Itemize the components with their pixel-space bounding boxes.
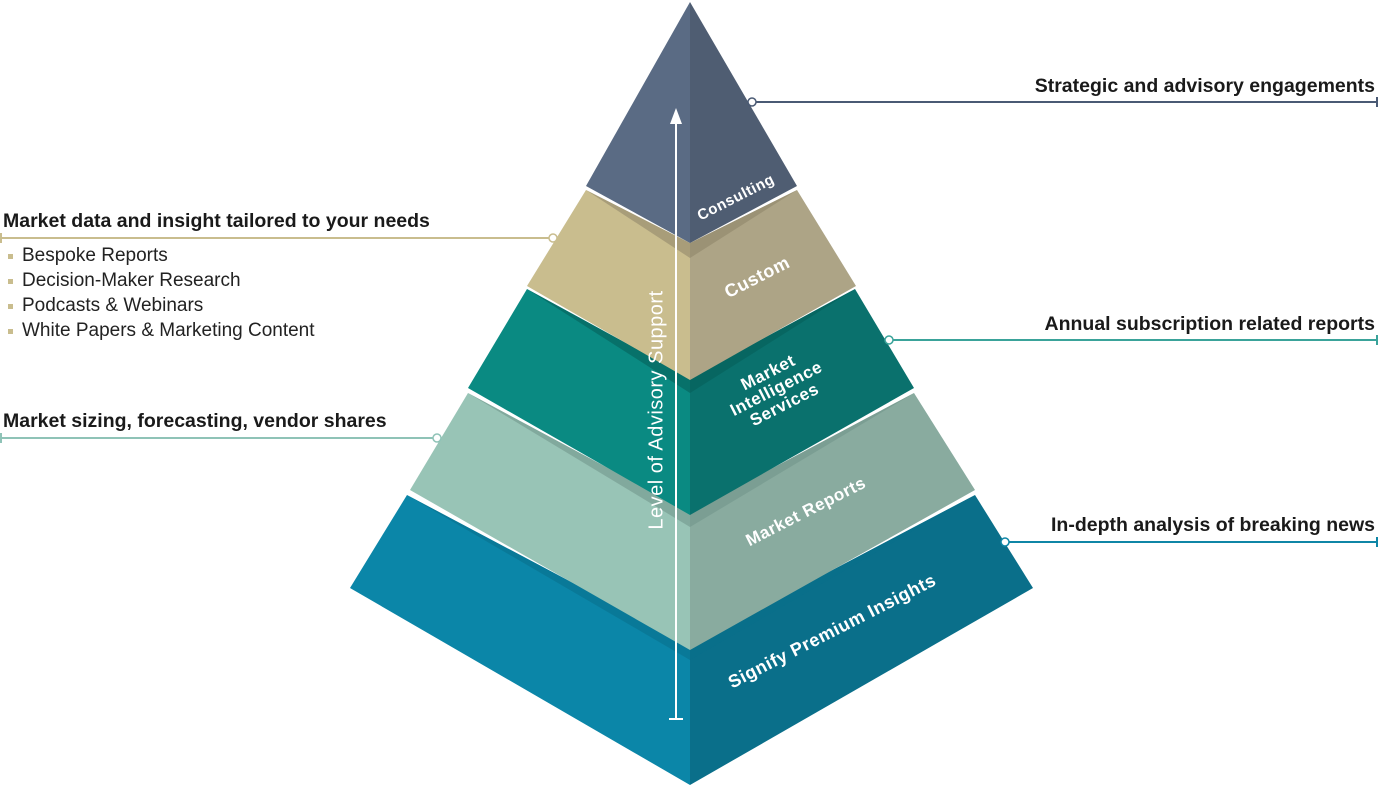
leader-annual-dot [884, 335, 894, 345]
callout-breaking: In-depth analysis of breaking news [1051, 514, 1375, 536]
layer-custom-right [690, 190, 856, 380]
callout-strategic: Strategic and advisory engagements [1034, 75, 1375, 97]
list-item: Podcasts & Webinars [6, 293, 315, 318]
list-item: Decision-Maker Research [6, 268, 315, 293]
callout-tailored: Market data and insight tailored to your… [3, 210, 430, 232]
layer-intel-right [690, 289, 914, 515]
leader-strategic-dot [747, 97, 757, 107]
layer-consulting-left [586, 2, 690, 243]
list-item: White Papers & Marketing Content [6, 318, 315, 343]
layer-intel-left [468, 289, 690, 515]
layer-reports-right [690, 393, 975, 650]
callout-annual: Annual subscription related reports [1044, 313, 1375, 335]
list-item: Bespoke Reports [6, 243, 315, 268]
leader-breaking-dot [1000, 537, 1010, 547]
layer-reports-left [410, 393, 690, 650]
layer-premium-left [350, 495, 690, 785]
layer-custom-left [527, 190, 690, 380]
layer-custom-edge [586, 190, 797, 258]
tailored-list: Bespoke Reports Decision-Maker Research … [6, 243, 315, 343]
layer-consulting-right [690, 2, 797, 243]
leader-tailored-dot [548, 233, 558, 243]
callout-sizing: Market sizing, forecasting, vendor share… [3, 410, 387, 432]
leader-sizing-dot [432, 433, 442, 443]
advisory-arrow-head [670, 108, 682, 124]
advisory-axis-label: Level of Advisory Support [645, 290, 668, 530]
layer-premium-right [690, 495, 1033, 785]
